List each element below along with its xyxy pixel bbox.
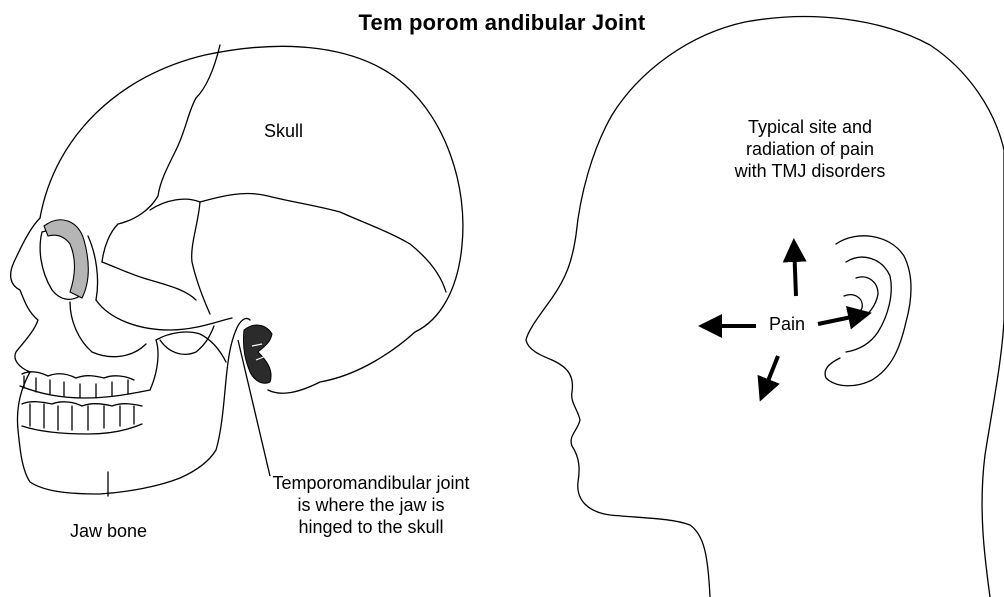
coronal-suture [102,45,220,262]
tmj-label: Temporomandibular joint is where the jaw… [236,473,506,539]
lower-teeth [22,402,142,406]
ear-inner [846,257,891,352]
face-outline [11,218,40,372]
diagram-title: Tem porom andibular Joint [0,10,1004,37]
arrow-up [794,244,796,296]
head-profile [526,17,1004,597]
zygomatic-arch [96,300,232,330]
skull-label: Skull [264,121,303,143]
head-drawing [526,17,1004,597]
brow-shading [44,220,88,298]
upper-teeth [20,386,150,398]
jaw-bone-label: Jaw bone [70,521,147,543]
mandible-ramus [150,332,226,390]
pain-label: Pain [769,314,805,336]
typical-site-label: Typical site and radiation of pain with … [700,117,920,183]
squamosal-suture [150,194,446,292]
arrow-down [762,356,778,396]
joint-shape [243,325,272,383]
